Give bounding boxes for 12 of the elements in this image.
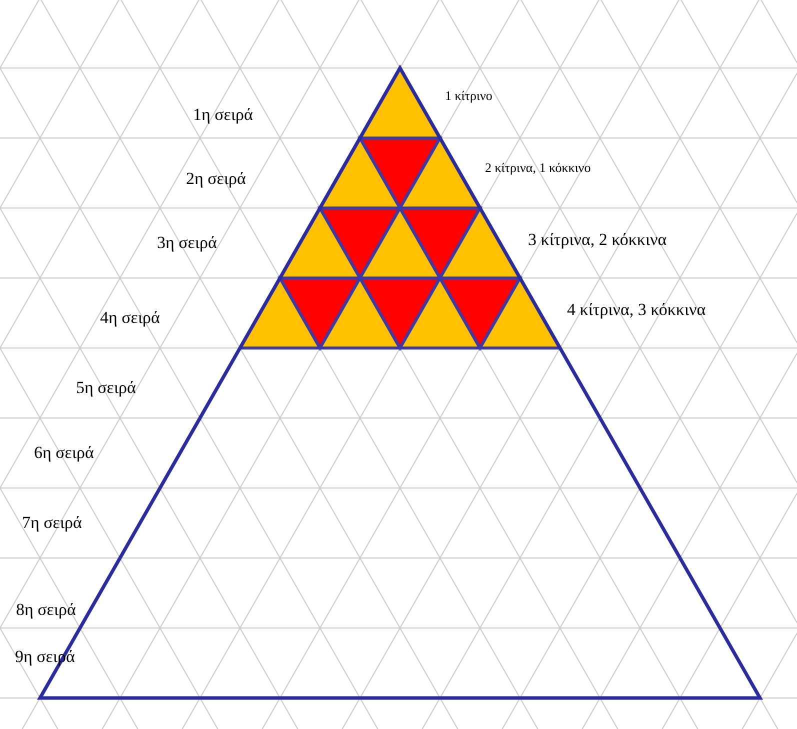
row-label: 3η σειρά: [157, 234, 217, 253]
count-label: 4 κίτρινα, 3 κόκκινα: [567, 301, 706, 320]
count-label: 3 κίτρινα, 2 κόκκινα: [528, 231, 667, 250]
row-label: 4η σειρά: [100, 309, 160, 328]
row-label: 1η σειρά: [193, 106, 253, 125]
row-label: 2η σειρά: [186, 170, 246, 189]
row-label: 8η σειρά: [16, 601, 76, 620]
count-label: 1 κίτρινο: [445, 89, 492, 104]
count-label: 2 κίτρινα, 1 κόκκινο: [485, 161, 591, 176]
row-label: 5η σειρά: [76, 379, 136, 398]
row-label: 7η σειρά: [22, 514, 82, 533]
row-label: 6η σειρά: [34, 444, 94, 463]
